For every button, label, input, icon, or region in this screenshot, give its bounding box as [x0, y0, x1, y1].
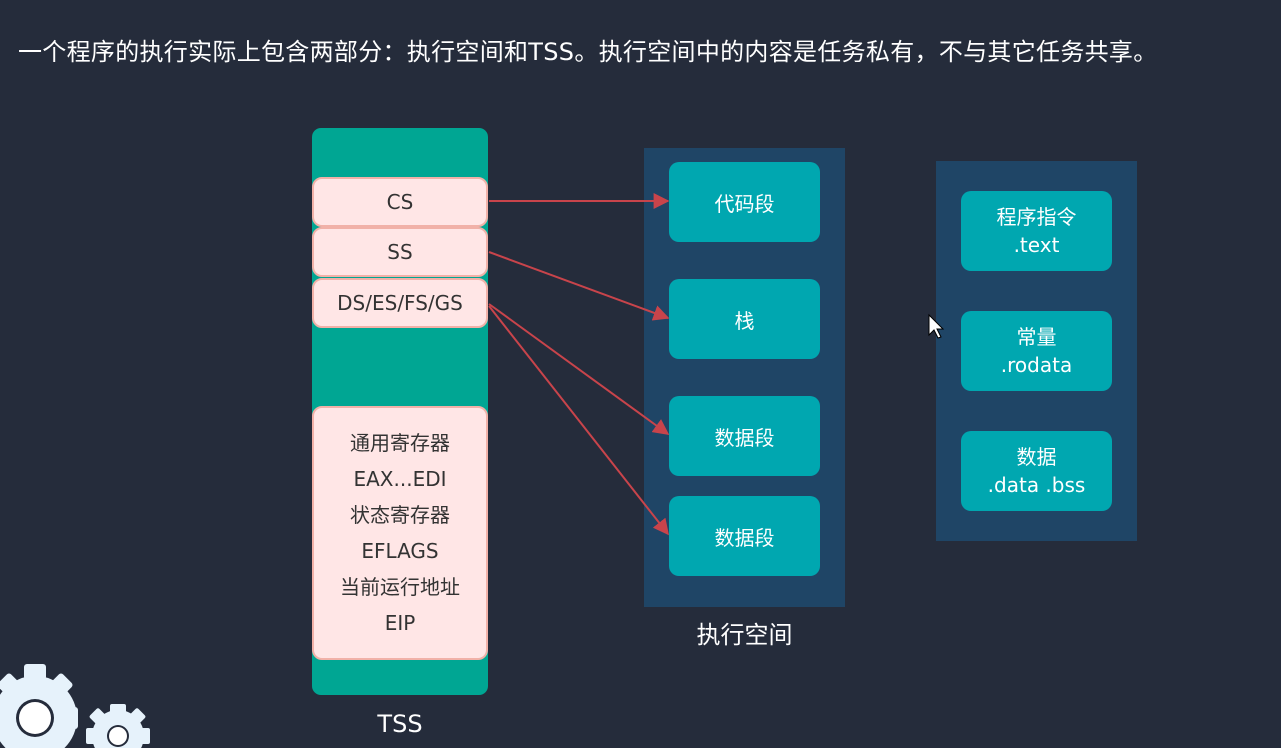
- data-segment-box-2: 数据段: [669, 496, 820, 576]
- gear-icon: [0, 664, 78, 748]
- constants-box: 常量 .rodata: [961, 311, 1112, 391]
- arrow-ds-to-data-1: [488, 303, 670, 435]
- general-registers-box: 通用寄存器 EAX...EDI 状态寄存器 EFLAGS 当前运行地址 EIP: [312, 406, 488, 660]
- ss-register-box: SS: [312, 227, 488, 277]
- text-section-label: .text: [1013, 233, 1060, 257]
- register-line-eflags: EFLAGS: [361, 539, 439, 563]
- register-line-eip: EIP: [384, 611, 416, 635]
- data-segment-box-1: 数据段: [669, 396, 820, 476]
- data-bss-section-label: .data .bss: [987, 473, 1086, 497]
- register-line-general: 通用寄存器: [350, 431, 450, 455]
- register-line-current-address: 当前运行地址: [340, 575, 460, 599]
- constants-label: 常量: [1016, 325, 1057, 349]
- data-label: 数据: [1016, 445, 1057, 469]
- program-instructions-box: 程序指令 .text: [961, 191, 1112, 271]
- cs-register-box: CS: [312, 177, 488, 227]
- page-heading: 一个程序的执行实际上包含两部分：执行空间和TSS。执行空间中的内容是任务私有，不…: [18, 38, 1158, 66]
- stack-box: 栈: [669, 279, 820, 359]
- data-box: 数据 .data .bss: [961, 431, 1112, 511]
- tss-caption: TSS: [377, 710, 423, 738]
- rodata-section-label: .rodata: [1000, 353, 1073, 377]
- program-instructions-label: 程序指令: [996, 205, 1077, 229]
- exec-space-caption: 执行空间: [696, 621, 793, 649]
- register-line-eax-edi: EAX...EDI: [353, 467, 447, 491]
- code-segment-box: 代码段: [669, 162, 820, 242]
- register-line-status: 状态寄存器: [350, 503, 450, 527]
- ds-es-fs-gs-register-box: DS/ES/FS/GS: [312, 278, 488, 328]
- small-gear-icon: [86, 704, 150, 748]
- arrow-ss-to-stack: [488, 251, 670, 321]
- mouse-cursor-icon: [928, 313, 945, 339]
- arrow-ds-to-data-2: [488, 305, 669, 536]
